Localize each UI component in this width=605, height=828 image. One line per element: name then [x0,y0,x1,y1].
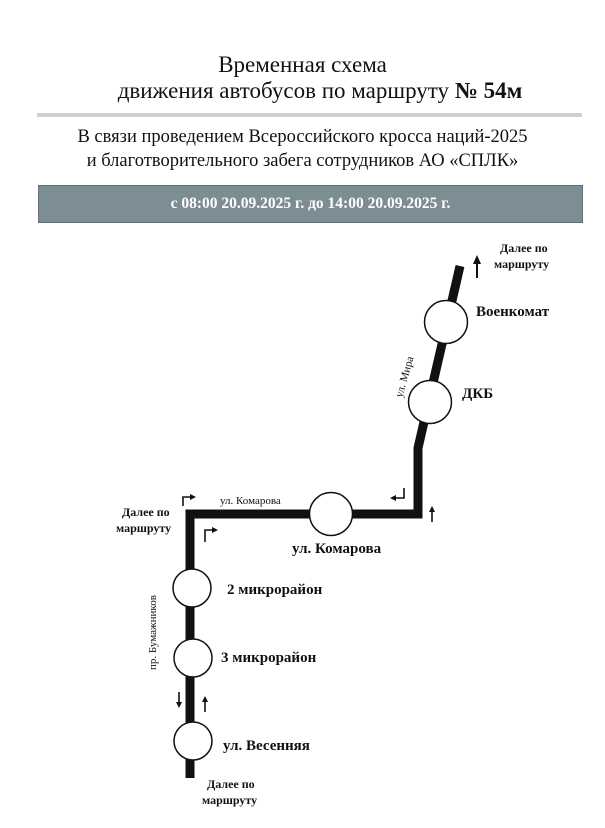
street-komarova-label: ул. Комарова [220,495,281,507]
stop-voenkomat-label: Военкомат [476,304,550,320]
title-route-text: движения автобусов по маршруту [117,78,450,103]
turn-arrow-west-top-icon [182,494,196,506]
notice-line1: В связи проведением Всероссийского кросс… [77,127,528,147]
stop-komarova-label: ул. Комарова [292,541,382,557]
street-bumazhnikov-label: пр. Бумажников [147,595,159,670]
stop-dkb-marker [407,379,453,425]
stop-vesennyaya-marker [173,721,213,761]
stop-mkr3-label: 3 микрорайон [221,650,317,666]
further-left-label-line2: маршруту [116,521,171,535]
arrow-up-bumazhnikov-icon [202,696,208,712]
turn-arrow-komarova-east-icon [390,488,405,501]
stop-komarova-marker [308,491,354,537]
further-top-label-line1: Далее по [500,241,548,255]
further-bottom-label-line2: маршруту [202,793,257,807]
time-banner: с 08:00 20.09.2025 г. до 14:00 20.09.202… [38,185,583,223]
further-top-label-line2: маршруту [494,257,549,271]
arrow-up-top-icon [473,255,481,278]
notice-line2: и благотворительного забега сотрудников … [86,151,519,171]
stop-voenkomat-marker [423,299,469,345]
title-divider [37,113,582,117]
title-line2: движения автобусов по маршруту № 54м [0,78,605,104]
arrow-down-bumazhnikov-icon [176,692,182,708]
turn-arrow-west-bottom-icon [204,527,218,542]
stop-mkr2-marker [172,568,212,608]
further-left-label-line1: Далее по [122,505,170,519]
title-line1: Временная схема [218,52,387,77]
stop-mkr3-marker [173,638,213,678]
arrow-up-komarova-east-icon [429,506,435,522]
stop-dkb-label: ДКБ [462,386,493,402]
route-number: № 54м [454,78,523,103]
stop-vesennyaya-label: ул. Весенняя [223,738,310,754]
further-bottom-label-line1: Далее по [207,777,255,791]
stop-mkr2-label: 2 микрорайон [227,582,323,598]
